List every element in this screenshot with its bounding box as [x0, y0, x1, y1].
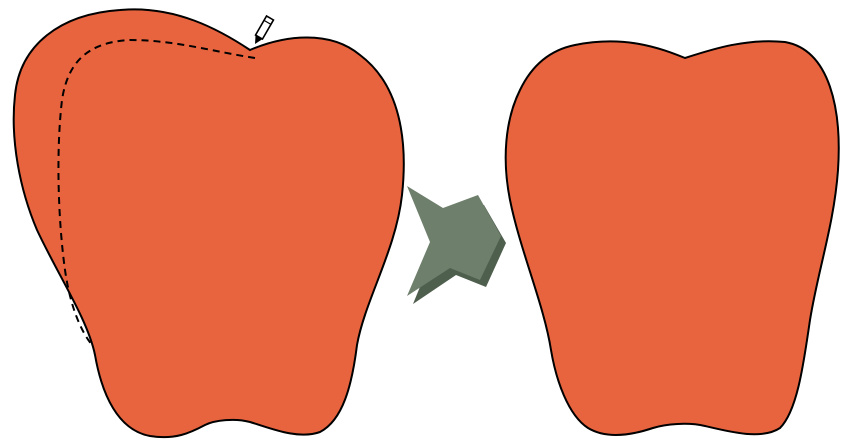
pencil-icon [252, 16, 274, 46]
after-shape-group [506, 41, 839, 435]
before-shape-group [14, 9, 404, 437]
right-arrow-icon [407, 186, 506, 304]
after-apple-shape [506, 41, 839, 435]
before-apple-shape [14, 9, 404, 437]
